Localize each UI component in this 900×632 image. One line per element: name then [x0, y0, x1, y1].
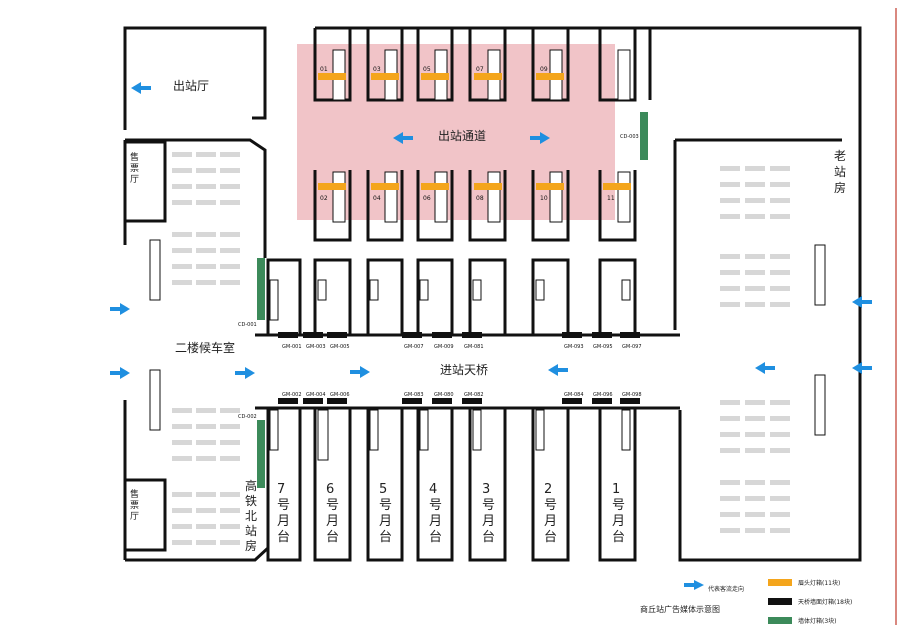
legend-swatch [768, 617, 792, 624]
arrow-icon [131, 82, 151, 94]
waiting-room-label: 二楼候车室 [175, 340, 235, 355]
arrow-icon [110, 303, 130, 315]
legend-swatch [768, 579, 792, 586]
gm-code: GM-002 [282, 392, 302, 398]
arrow-icon [393, 132, 413, 144]
green-light-boxes [257, 112, 648, 488]
wall-box-cd003 [640, 112, 648, 160]
cd003-label: CD-003 [620, 134, 639, 140]
light-box-code: 07 [476, 66, 484, 73]
gm-code: GM-001 [282, 344, 302, 350]
seat-grid-left [172, 152, 240, 545]
seat-grid-right [720, 166, 790, 533]
map-caption: 商丘站广告媒体示意图 [640, 605, 720, 614]
flow-arrows [110, 82, 872, 379]
legend-arrow-icon [684, 580, 704, 590]
gm-code: GM-080 [434, 392, 454, 398]
arrow-icon [852, 296, 872, 308]
arrow-icon [530, 132, 550, 144]
gm-code: GM-004 [306, 392, 326, 398]
light-box-05 [421, 73, 449, 80]
legend-item-orange: 眉头灯箱(11块) [768, 578, 840, 587]
light-box-code: 01 [320, 66, 328, 73]
light-box-06 [421, 183, 449, 190]
wall-box-cd001 [257, 258, 265, 320]
light-box-code: 06 [423, 195, 431, 202]
skybridge-label: 进站天桥 [440, 363, 488, 377]
gm-code: GM-084 [564, 392, 584, 398]
light-box-10 [536, 183, 564, 190]
light-box-04 [371, 183, 399, 190]
arrow-icon [110, 367, 130, 379]
light-box-code: 03 [373, 66, 381, 73]
gm-code: GM-005 [330, 344, 350, 350]
legend-item-green: 墙体灯箱(3块) [768, 616, 837, 625]
arrow-icon [350, 366, 370, 378]
wall-box-cd002 [257, 420, 265, 488]
light-box-01 [318, 73, 346, 80]
cd002-label: CD-002 [238, 414, 257, 420]
light-box-code: 04 [373, 195, 381, 202]
arrow-icon [755, 362, 775, 374]
light-box-02 [318, 183, 346, 190]
light-box-08 [474, 183, 502, 190]
light-box-code: 09 [540, 66, 548, 73]
ticket-hall-bottom-label: 售票厅 [130, 488, 139, 522]
light-box-03 [371, 73, 399, 80]
light-box-code: 10 [540, 195, 548, 202]
gm-code: GM-098 [622, 392, 642, 398]
exit-hall-label: 出站厅 [173, 79, 209, 93]
light-box-code: 11 [607, 195, 615, 202]
gm-code: GM-097 [622, 344, 642, 350]
hsr-station-label: 高铁北站房 [245, 478, 257, 553]
light-box-code: 05 [423, 66, 431, 73]
legend: 代表客流走向 眉头灯箱(11块) 天桥墙面灯箱(18块) 墙体灯箱(3块) [640, 578, 890, 628]
old-station-label: 老站房 [834, 149, 846, 195]
legend-arrow-label: 代表客流走向 [708, 586, 745, 593]
gm-code: GM-082 [464, 392, 484, 398]
light-box-09 [536, 73, 564, 80]
black-light-boxes [278, 332, 640, 404]
gm-code: GM-009 [434, 344, 454, 350]
light-box-code: 02 [320, 195, 328, 202]
gm-code: GM-081 [464, 344, 484, 350]
gm-code: GM-003 [306, 344, 326, 350]
gm-code: GM-007 [404, 344, 424, 350]
legend-label: 墙体灯箱(3块) [798, 618, 837, 625]
legend-swatch [768, 598, 792, 605]
gm-code: GM-095 [593, 344, 613, 350]
arrow-icon [548, 364, 568, 376]
gm-code: GM-096 [593, 392, 613, 398]
legend-item-black: 天桥墙面灯箱(18块) [768, 597, 852, 606]
legend-label: 天桥墙面灯箱(18块) [798, 599, 853, 606]
cd001-label: CD-001 [238, 322, 257, 328]
exit-passage-label: 出站通道 [438, 129, 486, 143]
light-box-11 [603, 183, 631, 190]
arrow-icon [235, 367, 255, 379]
light-box-07 [474, 73, 502, 80]
orange-light-boxes [318, 73, 631, 190]
legend-label: 眉头灯箱(11块) [798, 580, 841, 587]
ticket-hall-top-label: 售票厅 [130, 151, 139, 185]
gm-code: GM-083 [404, 392, 424, 398]
gm-code: GM-006 [330, 392, 350, 398]
arrow-icon [852, 362, 872, 374]
gm-code: GM-093 [564, 344, 584, 350]
light-box-code: 08 [476, 195, 484, 202]
